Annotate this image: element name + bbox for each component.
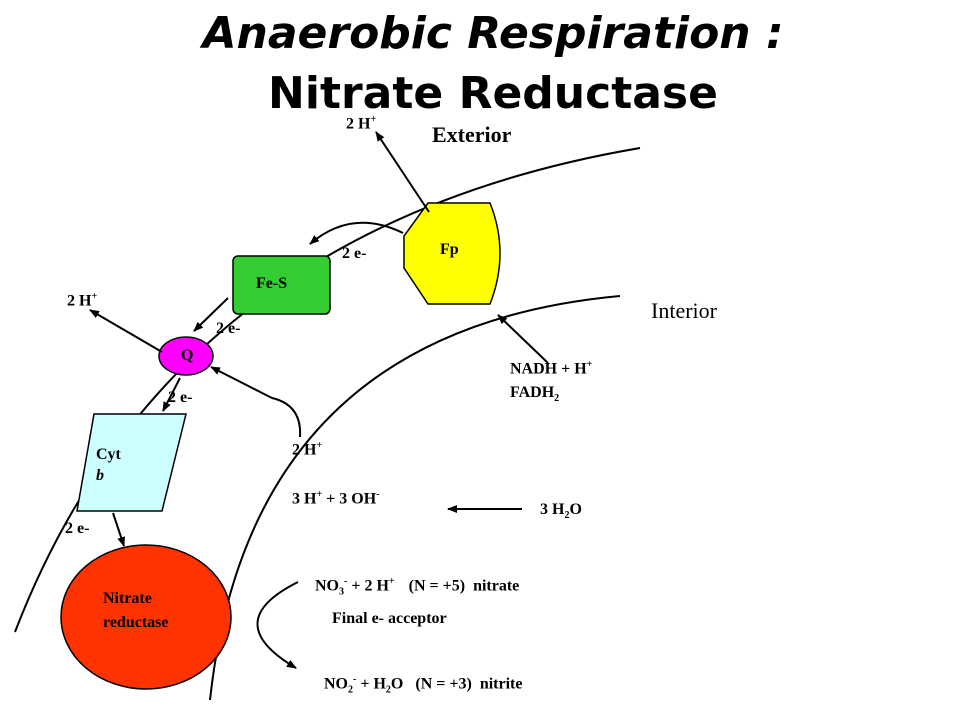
- water-split-products: 3 H+ + 3 OH-: [292, 490, 380, 507]
- water-label: 3 H2O: [540, 502, 582, 521]
- fes-to-q-arrow: [193, 297, 229, 332]
- hydroxide-charge: -: [376, 489, 380, 500]
- exterior-label: Exterior: [432, 122, 512, 147]
- fadh-subscript: 2: [554, 393, 560, 405]
- hydroxide-part: + 3 OH: [322, 490, 377, 508]
- water-subscript: 2: [564, 510, 570, 522]
- nitrate-reductase-label-line1: Nitrate: [103, 590, 152, 607]
- fp-label: Fp: [440, 241, 459, 258]
- proton-charge: +: [91, 291, 98, 302]
- nitrate-reductase-ellipse: [60, 544, 232, 690]
- cyt-label-line2: b: [96, 467, 104, 484]
- proton-label-fp: 2 H+: [346, 115, 376, 132]
- nitrate-equation: NO3- + 2 H+ (N = +5) nitrate: [315, 577, 519, 598]
- nitrite-oxidation-state: (N = +3): [415, 675, 472, 693]
- proton-charge: +: [370, 114, 377, 125]
- nitrite-equation: NO2- + H2O(N = +3)nitrite: [324, 675, 522, 696]
- nitrate-name: nitrate: [473, 577, 520, 595]
- nitrite-plus-water: + H: [356, 675, 386, 693]
- proton-charge: +: [316, 489, 323, 500]
- proton-text: 2 H: [346, 115, 371, 133]
- proton-label-inner: 2 H+: [292, 441, 322, 458]
- electron-label-fp-fes: 2 e-: [342, 245, 367, 262]
- fp-to-fes-arrow: [309, 221, 404, 245]
- inner-proton-to-q-arrow: [211, 367, 302, 438]
- nitrite-name: nitrite: [479, 675, 523, 693]
- nitrate-subscript: 3: [339, 586, 344, 598]
- q-proton-arrow: [89, 309, 163, 353]
- nitrate-reductase-label-line2: reductase: [103, 614, 169, 631]
- nitrite-subscript: 2: [348, 684, 353, 696]
- nadh-label: NADH + H+: [510, 360, 592, 377]
- nitrate-oxidation-state: (N = +5): [408, 577, 466, 595]
- title-line-1: Anaerobic Respiration :: [202, 8, 784, 59]
- q-ellipse: [158, 336, 214, 376]
- fp-shape: [403, 202, 501, 305]
- water-oxygen: O: [390, 675, 404, 693]
- electron-label-cyt-nr: 2 e-: [65, 520, 90, 537]
- proton-charge: +: [316, 440, 323, 451]
- cyt-label-line1: Cyt: [96, 446, 121, 463]
- nitrate-plus-protons: + 2 H: [347, 577, 389, 595]
- q-to-cyt-arrow: [162, 377, 181, 412]
- electron-label-q-cyt: 2 e-: [168, 389, 193, 406]
- inner-membrane: [209, 295, 621, 701]
- water-end: O: [569, 501, 582, 518]
- fadh-text: FADH: [510, 384, 555, 401]
- fp-proton-arrow: [375, 131, 430, 213]
- electron-label-fes-q: 2 e-: [216, 320, 241, 337]
- fadh-label: FADH2: [510, 385, 559, 404]
- nitrate-formula: NO: [315, 577, 339, 595]
- cyt-b-shape: [76, 413, 187, 512]
- proton-charge: +: [388, 576, 395, 587]
- water-base: 3 H: [540, 501, 565, 518]
- title-line-2: Nitrate Reductase: [268, 68, 718, 119]
- nadh-charge: +: [586, 359, 593, 370]
- proton-part: 3 H: [292, 490, 317, 508]
- nadh-to-fp-arrow: [497, 314, 549, 364]
- nadh-text: NADH + H: [510, 360, 587, 378]
- proton-text: 2 H: [67, 292, 92, 310]
- cyt-to-nr-arrow: [112, 512, 125, 547]
- nitrite-charge: -: [353, 674, 357, 685]
- q-label: Q: [181, 347, 194, 364]
- water-subscript: 2: [385, 684, 391, 696]
- fes-label: Fe-S: [256, 275, 288, 292]
- proton-text: 2 H: [292, 441, 317, 459]
- interior-label: Interior: [651, 298, 717, 323]
- nitrite-formula: NO: [324, 675, 348, 693]
- final-acceptor-label: Final e- acceptor: [332, 610, 447, 627]
- proton-label-q: 2 H+: [67, 292, 97, 309]
- fes-box: [232, 255, 331, 315]
- nitrate-reduction-arrow: [256, 581, 299, 669]
- nitrate-charge: -: [344, 576, 348, 587]
